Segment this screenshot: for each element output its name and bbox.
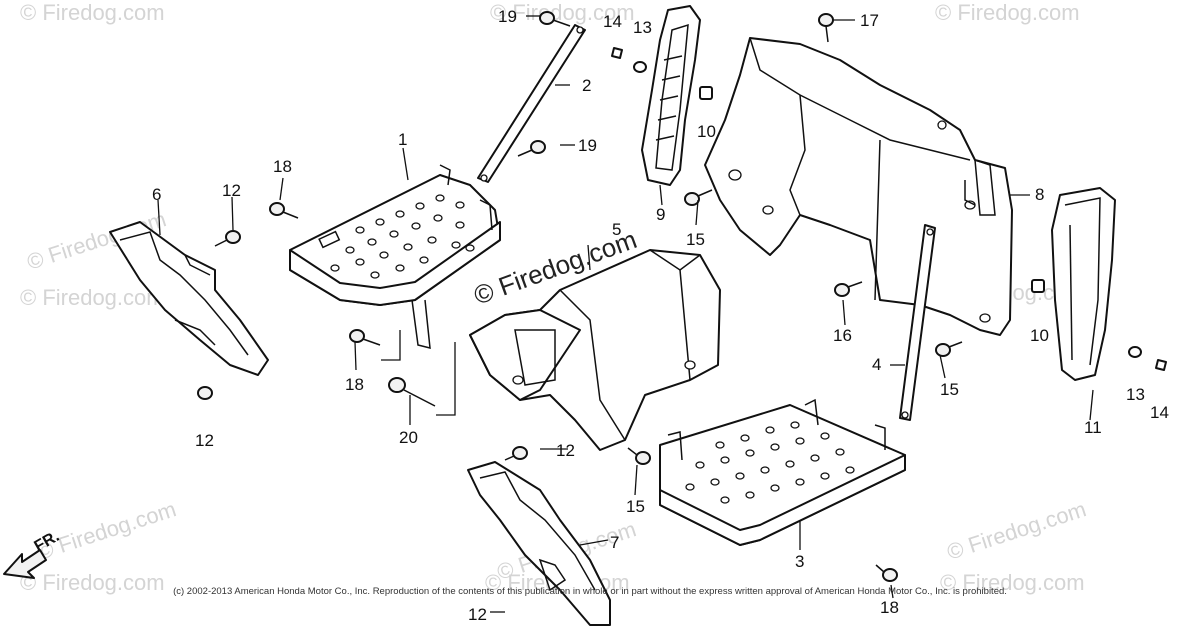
callout-18: 18 xyxy=(880,598,899,617)
callout-10: 10 xyxy=(697,122,716,141)
leader-lines xyxy=(157,15,1094,613)
callout-15: 15 xyxy=(940,380,959,399)
callout-3: 3 xyxy=(795,552,804,571)
part-4-stay xyxy=(899,224,936,421)
part-19-bolt xyxy=(539,11,571,27)
callout-12: 12 xyxy=(222,181,241,200)
callout-17: 17 xyxy=(860,11,879,30)
callout-5: 5 xyxy=(612,220,621,239)
part-5-duct xyxy=(469,249,721,451)
callout-12: 12 xyxy=(468,605,487,624)
part-10-clip xyxy=(699,86,713,100)
callout-6: 6 xyxy=(152,185,161,204)
callouts: 1 2 3 4 5 6 7 8 9 10 10 11 12 12 12 12 1… xyxy=(152,7,1169,624)
callout-8: 8 xyxy=(1035,185,1044,204)
part-14-screw xyxy=(1155,359,1167,371)
part-12-bolt xyxy=(504,446,528,461)
part-15-bolt xyxy=(627,447,651,465)
callout-1: 1 xyxy=(398,130,407,149)
part-12-bolt xyxy=(214,230,241,247)
part-19-bolt xyxy=(517,140,546,157)
part-18-bolt xyxy=(875,564,898,582)
part-18-bolt xyxy=(269,202,299,219)
watermark: © Firedog.com xyxy=(20,285,165,310)
copyright-notice: (c) 2002-2013 American Honda Motor Co., … xyxy=(173,586,1007,597)
part-15-bolt xyxy=(684,189,713,206)
part-20-bolt xyxy=(388,377,436,407)
part-14-screw xyxy=(611,47,623,59)
part-7-side-panel xyxy=(467,461,611,626)
part-9-side-guard xyxy=(641,5,701,186)
part-10-clip xyxy=(1031,279,1045,293)
part-17-bolt xyxy=(818,13,834,43)
small-fasteners xyxy=(611,47,1167,371)
callout-18: 18 xyxy=(273,157,292,176)
part-13-washer xyxy=(1128,346,1142,358)
part-16-bolt xyxy=(834,281,863,297)
part-2-stay xyxy=(477,24,586,183)
callout-7: 7 xyxy=(610,533,619,552)
callout-12: 12 xyxy=(556,441,575,460)
callout-15: 15 xyxy=(626,497,645,516)
callout-9: 9 xyxy=(656,205,665,224)
part-15-bolt xyxy=(935,341,963,357)
part-6-side-panel xyxy=(109,221,269,376)
bolts xyxy=(197,11,963,582)
part-12-bolt xyxy=(197,386,213,400)
callout-14: 14 xyxy=(1150,403,1169,422)
part-11-side-guard xyxy=(1051,187,1116,381)
callout-18: 18 xyxy=(345,375,364,394)
part-18-bolt xyxy=(349,329,381,346)
part-13-washer xyxy=(633,61,647,73)
watermark: © Firedog.com xyxy=(944,496,1089,564)
callout-12: 12 xyxy=(195,431,214,450)
watermark: © Firedog.com xyxy=(20,570,165,595)
floorboard-holes xyxy=(330,194,475,279)
callout-2: 2 xyxy=(582,76,591,95)
watermark: © Firedog.com xyxy=(490,0,635,25)
callout-19: 19 xyxy=(498,7,517,26)
callout-10: 10 xyxy=(1030,326,1049,345)
callout-4: 4 xyxy=(872,355,881,374)
watermark: © Firedog.com xyxy=(20,0,165,25)
arrow-icon xyxy=(3,549,47,579)
callout-13: 13 xyxy=(1126,385,1145,404)
callout-19: 19 xyxy=(578,136,597,155)
callout-11: 11 xyxy=(1084,418,1102,437)
part-3-floorboard xyxy=(659,398,906,546)
watermark: © Firedog.com xyxy=(940,570,1085,595)
callout-15: 15 xyxy=(686,230,705,249)
part-1-floorboard xyxy=(289,164,501,349)
callout-14: 14 xyxy=(603,12,622,31)
watermark: © Firedog.com xyxy=(34,496,179,564)
floorboard-holes xyxy=(685,421,855,504)
callout-16: 16 xyxy=(833,326,852,345)
callout-20: 20 xyxy=(399,428,418,447)
callout-13: 13 xyxy=(633,18,652,37)
part-8-rear-cover xyxy=(704,37,1013,336)
watermark: © Firedog.com xyxy=(935,0,1080,25)
